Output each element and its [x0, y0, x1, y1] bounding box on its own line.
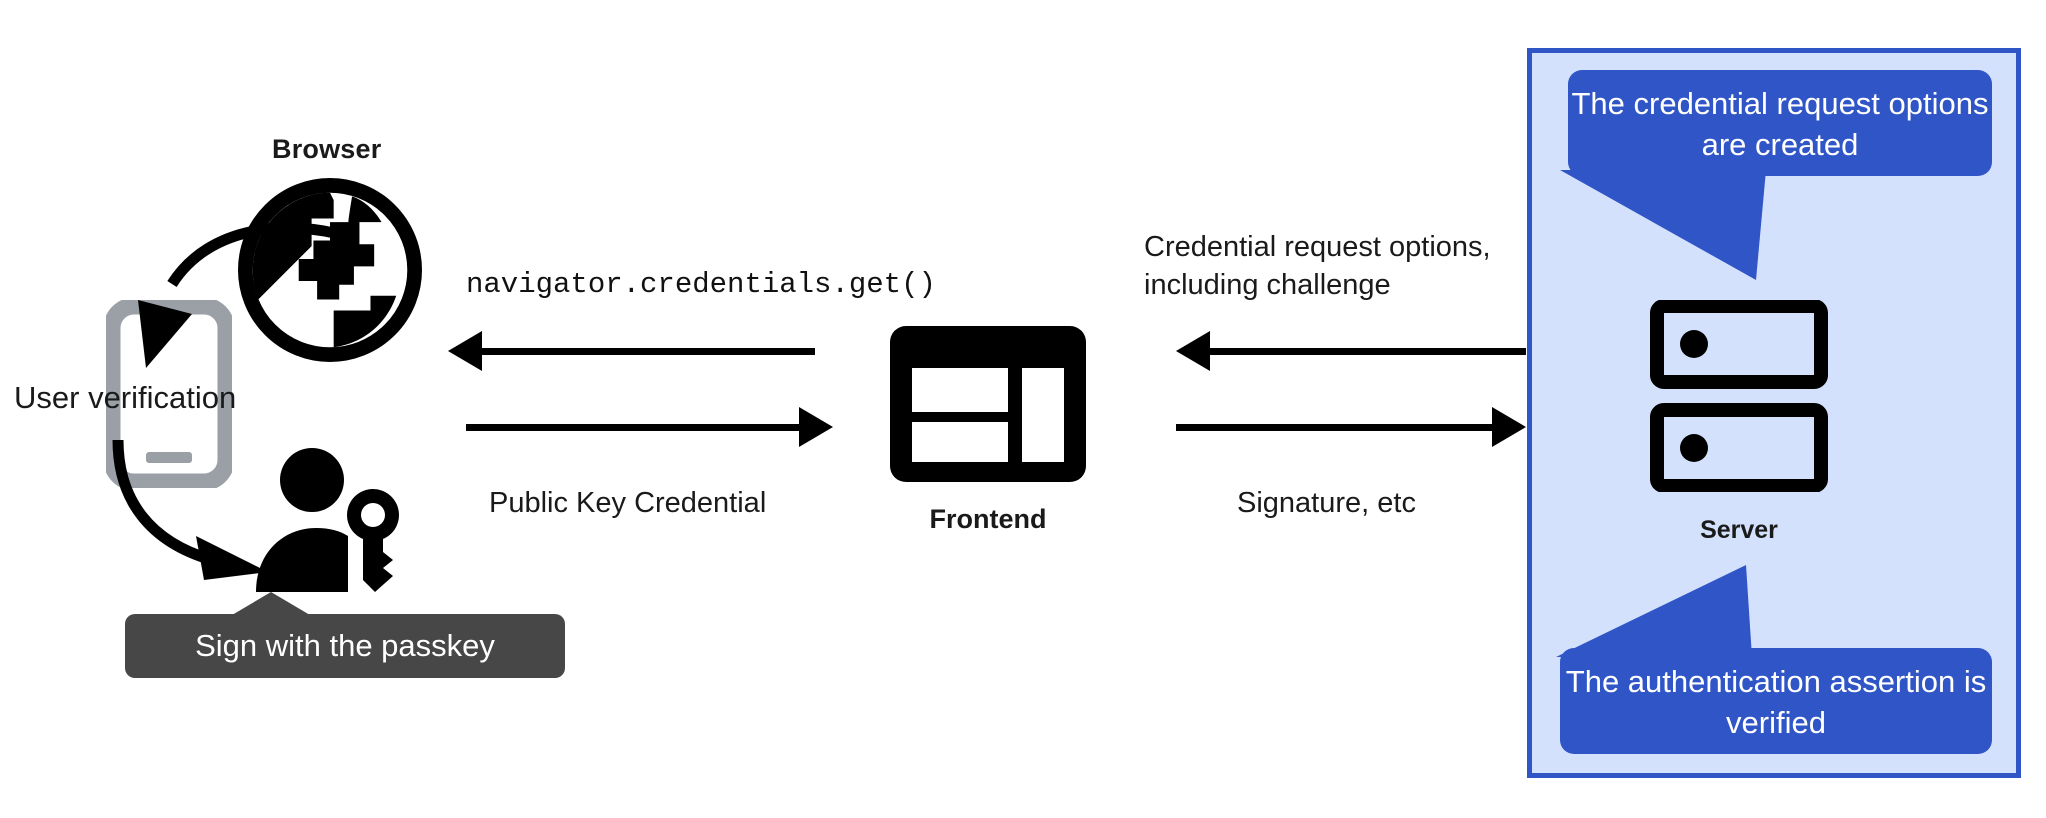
arrow-head-left-icon	[1176, 331, 1210, 371]
server-rack-icon	[1650, 299, 1828, 493]
arrow-shaft-server-outbound	[1208, 348, 1526, 355]
server-label: Server	[1700, 516, 1778, 544]
curved-arrow-browser-to-phone	[100, 218, 350, 398]
server-bubble-top-label: The credential request options are creat…	[1571, 86, 1989, 162]
server-bubble-bottom-label: The authentication assertion is verified	[1565, 664, 1987, 740]
arrow-shaft-browser-inbound	[480, 348, 815, 355]
arrow-shaft-server-inbound	[1176, 424, 1494, 431]
arrow-head-left-icon	[448, 331, 482, 371]
navigator-credentials-get-label: navigator.credentials.get()	[466, 268, 936, 301]
globe-icon	[238, 178, 422, 362]
frontend-web-layout-icon	[890, 326, 1086, 482]
browser-label: Browser	[272, 134, 382, 164]
tooltip-tail-icon	[227, 592, 315, 618]
sign-with-passkey-tooltip: Sign with the passkey	[125, 592, 565, 678]
server-bubble-top	[1568, 70, 1992, 176]
person-with-key-icon	[250, 440, 410, 600]
server-bubble-bottom	[1560, 648, 1992, 754]
signature-etc-label: Signature, etc	[1237, 487, 1416, 519]
curved-arrow-phone-to-user	[100, 430, 340, 590]
arrow-shaft-browser-outbound	[466, 424, 801, 431]
arrow-head-right-icon	[799, 407, 833, 447]
user-verification-label: User verification	[14, 380, 237, 415]
public-key-credential-label: Public Key Credential	[489, 487, 767, 519]
bubble-tail-bottom-icon	[1556, 565, 1806, 657]
tooltip-label: Sign with the passkey	[125, 614, 565, 678]
arrow-head-right-icon	[1492, 407, 1526, 447]
frontend-label: Frontend	[929, 504, 1047, 534]
credential-request-options-label: Credential request options, including ch…	[1144, 231, 1491, 301]
bubble-tail-top-icon	[1560, 170, 1820, 280]
